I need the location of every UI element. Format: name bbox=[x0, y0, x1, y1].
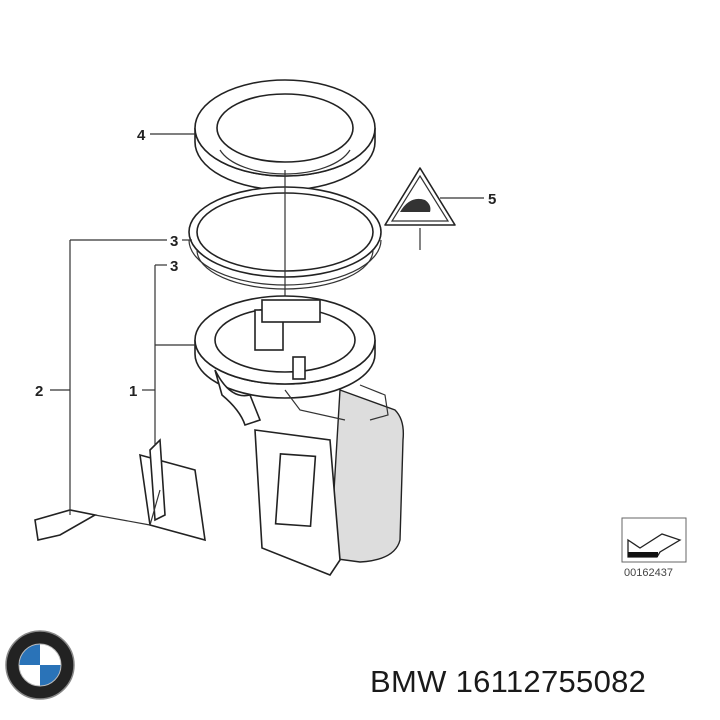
warning-label-part bbox=[384, 167, 456, 226]
callout-1: 1 bbox=[129, 383, 137, 400]
callout-3-upper: 3 bbox=[170, 233, 178, 250]
fuel-pump-symbol-icon bbox=[400, 198, 431, 212]
reference-box: 00162437 bbox=[621, 517, 687, 579]
callout-2: 2 bbox=[35, 383, 43, 400]
seal-ring-part bbox=[194, 79, 376, 191]
callout-5: 5 bbox=[488, 191, 496, 208]
level-sensor-part bbox=[34, 438, 206, 542]
callout-lines bbox=[50, 133, 484, 515]
callout-3-lower: 3 bbox=[170, 258, 178, 275]
bmw-logo bbox=[5, 630, 75, 700]
callout-4: 4 bbox=[137, 127, 146, 144]
fuel-pump-unit-part bbox=[194, 295, 405, 576]
reference-code: 00162437 bbox=[624, 567, 673, 579]
part-caption: BMW 16112755082 bbox=[370, 664, 647, 699]
